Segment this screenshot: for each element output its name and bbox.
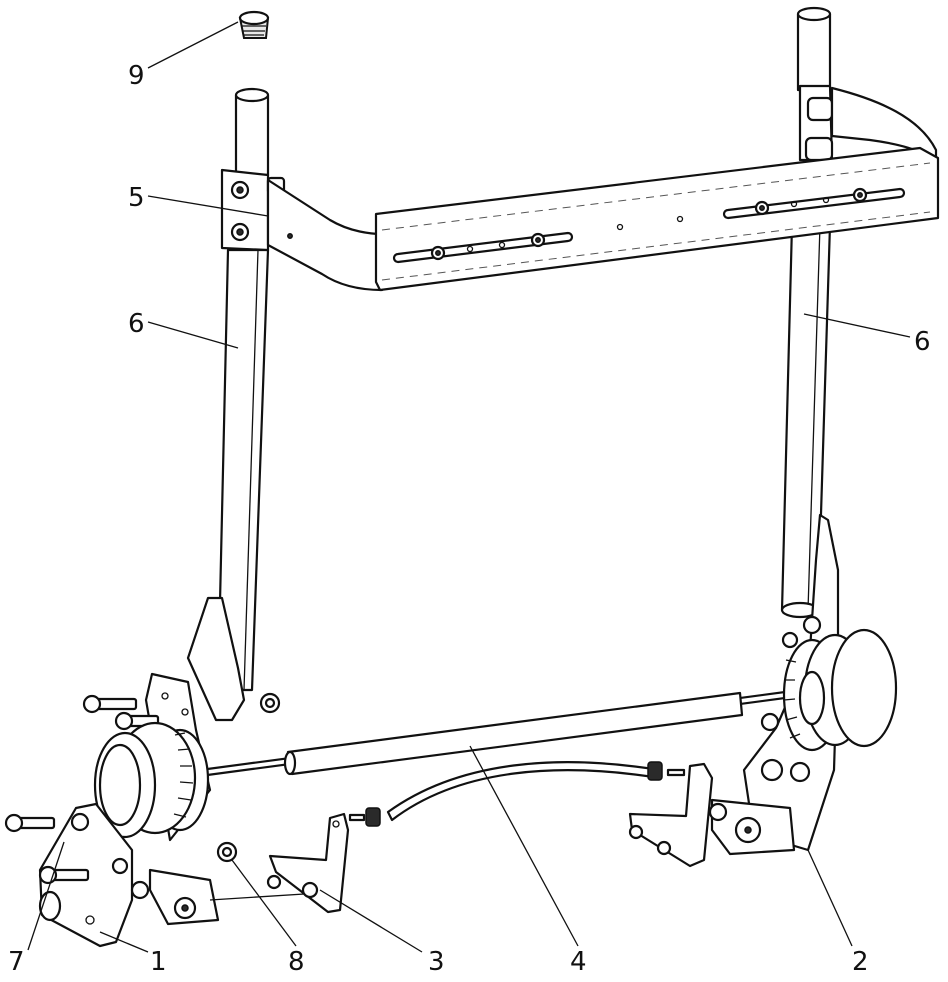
callout-5: 5: [128, 183, 145, 213]
callout-3: 3: [428, 947, 445, 977]
left-hinge-assembly: [4, 596, 321, 948]
callout-6-left: 6: [128, 309, 145, 339]
callout-8: 8: [288, 947, 305, 977]
part-6-left-upright-tube: [216, 87, 270, 692]
part-4-cross-shaft: [198, 688, 802, 778]
callout-1: 1: [150, 947, 167, 977]
callout-9: 9: [128, 61, 145, 91]
part-3-lever-plate: [266, 812, 350, 914]
leader-lines: [27, 21, 911, 953]
part-5-back-frame: [220, 84, 940, 292]
callouts: 9 5 6 6 7 1 8 3 4 2: [8, 61, 931, 977]
part-9-end-cap: [238, 10, 270, 39]
callout-2: 2: [852, 947, 869, 977]
right-hinge-assembly: [628, 513, 898, 868]
callout-4: 4: [570, 947, 587, 977]
cable: [348, 761, 686, 827]
callout-6-right: 6: [914, 327, 931, 357]
part-6-right-upright-tube: [780, 6, 832, 619]
callout-7: 7: [8, 947, 25, 977]
